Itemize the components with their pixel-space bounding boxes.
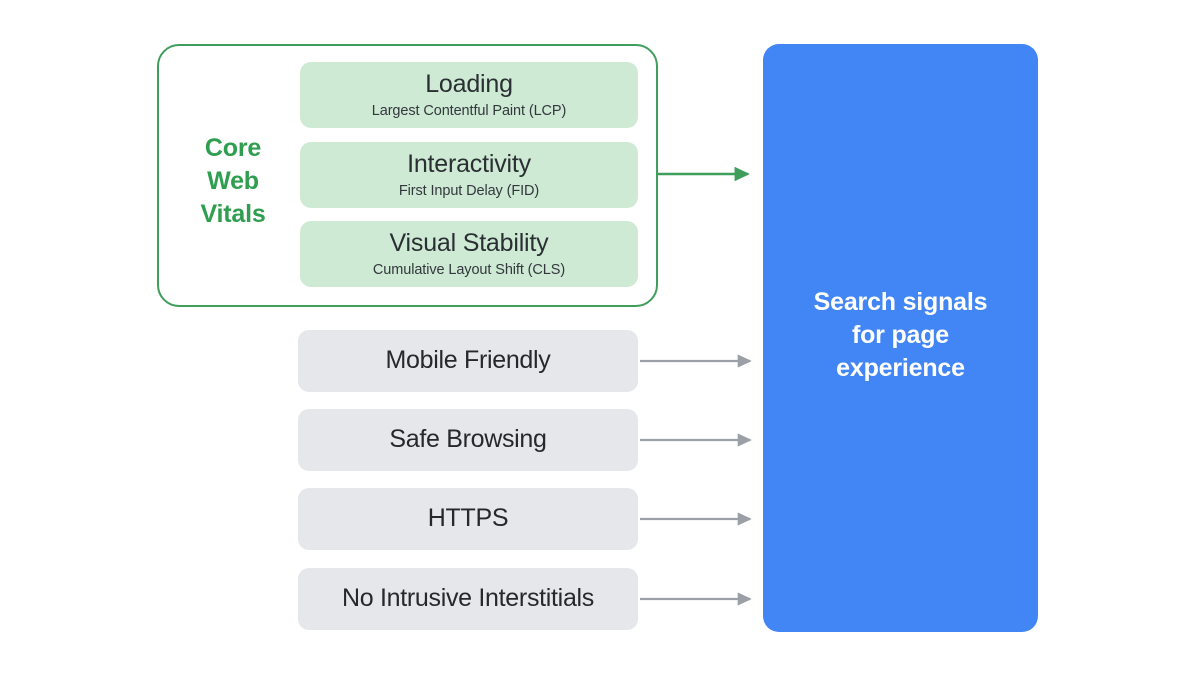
metric-subtitle: Cumulative Layout Shift (CLS) bbox=[372, 261, 566, 278]
signal-card-no-intrusive-interstitials[interactable]: No Intrusive Interstitials bbox=[298, 568, 638, 630]
metric-title: Loading bbox=[425, 70, 513, 99]
core-web-vitals-label-line-1: Core bbox=[204, 134, 262, 162]
search-signals-box[interactable]: Search signals for page experience bbox=[763, 44, 1038, 632]
metric-card-visual-stability[interactable]: Visual Stability Cumulative Layout Shift… bbox=[300, 221, 638, 287]
search-signals-text: Search signals for page experience bbox=[814, 286, 988, 391]
signal-label: HTTPS bbox=[427, 504, 509, 533]
search-signals-line-1: Search signals bbox=[813, 287, 988, 316]
core-web-vitals-label: Core Web Vitals bbox=[178, 132, 288, 231]
metric-card-loading[interactable]: Loading Largest Contentful Paint (LCP) bbox=[300, 62, 638, 128]
signal-label: Mobile Friendly bbox=[385, 346, 551, 375]
metric-title: Interactivity bbox=[407, 150, 531, 179]
metric-subtitle: Largest Contentful Paint (LCP) bbox=[371, 102, 567, 119]
signal-label: No Intrusive Interstitials bbox=[341, 584, 594, 613]
search-signals-line-2: for page bbox=[851, 320, 950, 349]
core-web-vitals-label-line-3: Vitals bbox=[200, 200, 266, 228]
core-web-vitals-label-line-2: Web bbox=[207, 167, 259, 195]
signal-label: Safe Browsing bbox=[389, 425, 547, 454]
search-signals-line-3: experience bbox=[836, 353, 965, 382]
metric-subtitle: First Input Delay (FID) bbox=[398, 182, 540, 199]
metric-title: Visual Stability bbox=[389, 229, 549, 258]
signal-card-mobile-friendly[interactable]: Mobile Friendly bbox=[298, 330, 638, 392]
signal-card-safe-browsing[interactable]: Safe Browsing bbox=[298, 409, 638, 471]
signal-card-https[interactable]: HTTPS bbox=[298, 488, 638, 550]
metric-card-interactivity[interactable]: Interactivity First Input Delay (FID) bbox=[300, 142, 638, 208]
